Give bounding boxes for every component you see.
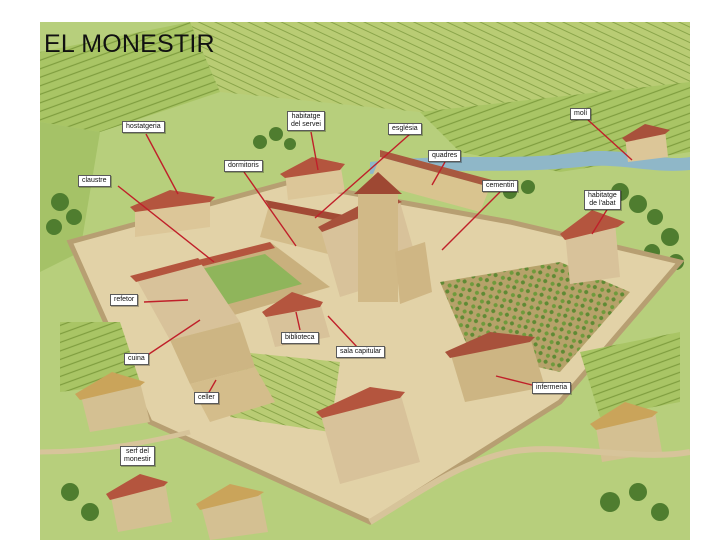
cottage-roof xyxy=(196,484,264,510)
vegetable-garden xyxy=(580,332,680,417)
label-infermeria: infermeria xyxy=(532,382,572,394)
label-cuina: cuina xyxy=(124,353,149,365)
church-apse xyxy=(395,242,432,304)
label-esglesia: església xyxy=(388,123,422,135)
label-line: del servei xyxy=(291,121,321,128)
page-title: EL MONESTIR xyxy=(44,30,215,58)
label-moli: molí xyxy=(570,108,592,120)
refectory-roof xyxy=(130,258,204,282)
cottage-roof xyxy=(75,372,145,400)
abbot-house xyxy=(565,222,620,284)
library-roof xyxy=(262,292,323,317)
label-line: monestir xyxy=(124,456,151,463)
label-celler: celler xyxy=(194,392,219,404)
label-refetor: refetor xyxy=(110,294,139,306)
label-biblioteca: biblioteca xyxy=(281,332,319,344)
path xyxy=(368,446,690,525)
label-habitatge-abat: habitatge de l'abat xyxy=(584,190,621,210)
label-serf-monestir: serf del monestir xyxy=(120,446,155,466)
cottage-roof xyxy=(106,474,168,500)
gatehouse-roof xyxy=(316,387,405,418)
label-claustre: claustre xyxy=(78,175,111,187)
gatehouse xyxy=(320,392,420,484)
label-line: de l'abat xyxy=(589,200,616,207)
far-field xyxy=(190,22,690,112)
mill-roof xyxy=(622,124,670,142)
label-dormitoris: dormitoris xyxy=(224,160,263,172)
label-quadres: quadres xyxy=(428,150,462,162)
label-hostatgeria: hostatgeria xyxy=(122,121,165,133)
label-habitatge-servei: habitatge del servei xyxy=(287,111,325,131)
church-tower xyxy=(358,192,398,302)
label-line: habitatge xyxy=(291,113,321,120)
infirmary-roof xyxy=(445,332,535,358)
label-line: serf del xyxy=(125,448,149,455)
path xyxy=(40,429,191,455)
label-sala-capitular: sala capitular xyxy=(336,346,386,358)
label-line: habitatge xyxy=(588,192,617,199)
far-field xyxy=(40,22,220,132)
cottage-roof xyxy=(590,402,658,430)
label-cementiri: cementiri xyxy=(482,180,519,192)
